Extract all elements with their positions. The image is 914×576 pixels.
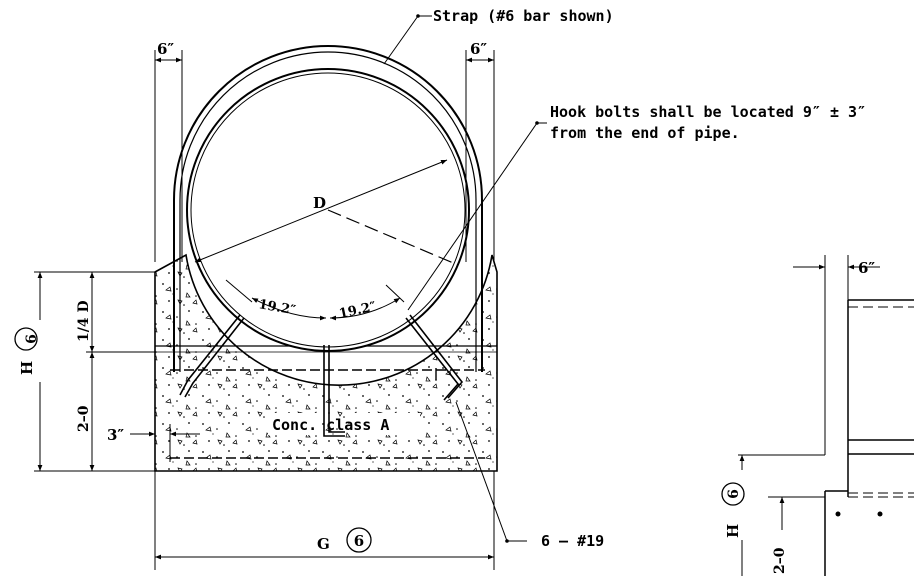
side-ref-circle: [721, 482, 745, 506]
arc-dimensions: [225, 279, 405, 321]
quarter-d-label: 1/4 D: [76, 300, 92, 342]
strap: [173, 45, 483, 372]
strap-note: Strap (#6 bar shown): [433, 7, 614, 25]
diameter-label: D: [313, 194, 326, 212]
side-ref-number: 6: [726, 489, 742, 499]
concrete-label: Conc. class A: [272, 416, 389, 434]
left-offset-label: 6″: [157, 40, 174, 58]
bottom-width-dim: [154, 471, 495, 570]
width-label: G: [317, 535, 330, 553]
hook-note-line2: from the end of pipe.: [550, 124, 740, 142]
side-elevation: [738, 255, 914, 576]
arc-left-label: 19.2″: [257, 297, 297, 318]
side-height-label: H: [724, 524, 742, 538]
side-offset-label: 6″: [858, 259, 875, 277]
three-inch-label: 3″: [107, 426, 124, 444]
hook-bolts: [179, 314, 464, 437]
side-rebar-dot: [835, 511, 841, 517]
left-vertical-dims: [34, 271, 155, 472]
hook-leader: Hook bolts shall be located 9″ ± 3″ from…: [407, 103, 866, 311]
diameter-line: D: [194, 159, 459, 266]
rebar-leader: 6 – #19: [455, 401, 604, 550]
strap-leader: Strap (#6 bar shown): [383, 7, 614, 65]
height-label: H: [18, 361, 36, 375]
three-inch-dim: [130, 424, 200, 462]
two-ft-label: 2–0: [76, 405, 92, 432]
rebar-lines: [170, 368, 485, 459]
right-offset-label: 6″: [470, 40, 487, 58]
hook-note-line1: Hook bolts shall be located 9″ ± 3″: [550, 103, 866, 121]
height-ref-circle: [14, 327, 38, 351]
side-rebar-dot: [877, 511, 883, 517]
height-ref-number: 6: [24, 334, 40, 344]
width-ref-circle: [346, 527, 372, 553]
side-two-ft-label: 2–0: [772, 547, 788, 574]
rebar-note: 6 – #19: [541, 532, 604, 550]
width-ref-number: 6: [354, 532, 364, 550]
